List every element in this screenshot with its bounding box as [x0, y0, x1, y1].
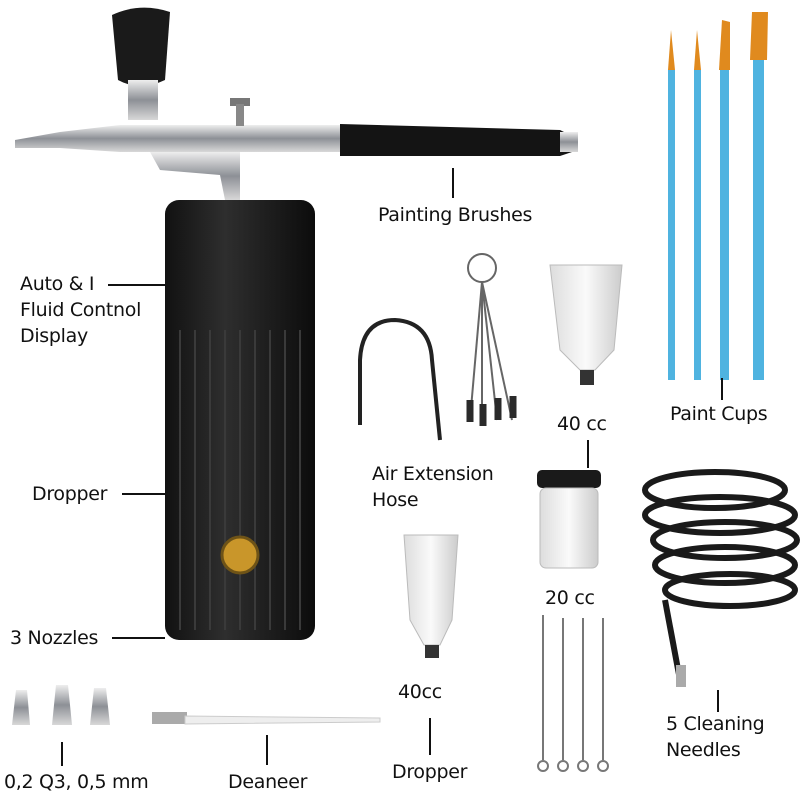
label-fluid-control-line2: Fluid Contnol	[20, 299, 142, 321]
label-paint-cups: Paint Cups	[670, 403, 768, 425]
cup-40cc-top	[549, 264, 623, 385]
airbrush-gun	[15, 7, 578, 200]
nozzles	[12, 685, 110, 725]
cup-40cc-bottom	[403, 534, 459, 658]
label-nozzle-sizes: 0,2 Q3, 0,5 mm	[4, 771, 149, 793]
label-air-hose-line2: Hose	[372, 489, 419, 511]
label-cup-40cc-top: 40 cc	[557, 413, 607, 435]
label-painting-brushes: Painting Brushes	[378, 204, 533, 226]
cleaning-needles	[537, 615, 609, 772]
label-dropper-left: Dropper	[32, 483, 108, 505]
label-nozzles: 3 Nozzles	[10, 627, 99, 649]
cleaning-brush	[152, 712, 381, 725]
label-cleaning-needles-line1: 5 Cleaning	[666, 713, 765, 735]
usb-cable	[358, 317, 442, 441]
label-cup-40cc-bottom: 40cc	[398, 681, 442, 703]
painting-brushes	[668, 12, 768, 380]
label-cup-20cc: 20 cc	[545, 587, 595, 609]
label-fluid-control-line3: Display	[20, 325, 88, 347]
label-air-hose-line1: Air Extension	[372, 463, 494, 485]
cup-20cc	[537, 470, 601, 569]
label-cleaning-needles-line2: Needles	[666, 739, 741, 761]
label-cleaner: Deaneer	[228, 771, 308, 793]
coiled-air-hose	[642, 469, 800, 687]
label-dropper-bottom: Dropper	[392, 761, 468, 783]
keyring-brushes	[466, 253, 517, 426]
compressor-body	[165, 200, 315, 640]
label-fluid-control-line1: Auto & I	[20, 273, 95, 295]
power-button-icon	[220, 535, 260, 575]
leader-lines	[61, 168, 723, 766]
